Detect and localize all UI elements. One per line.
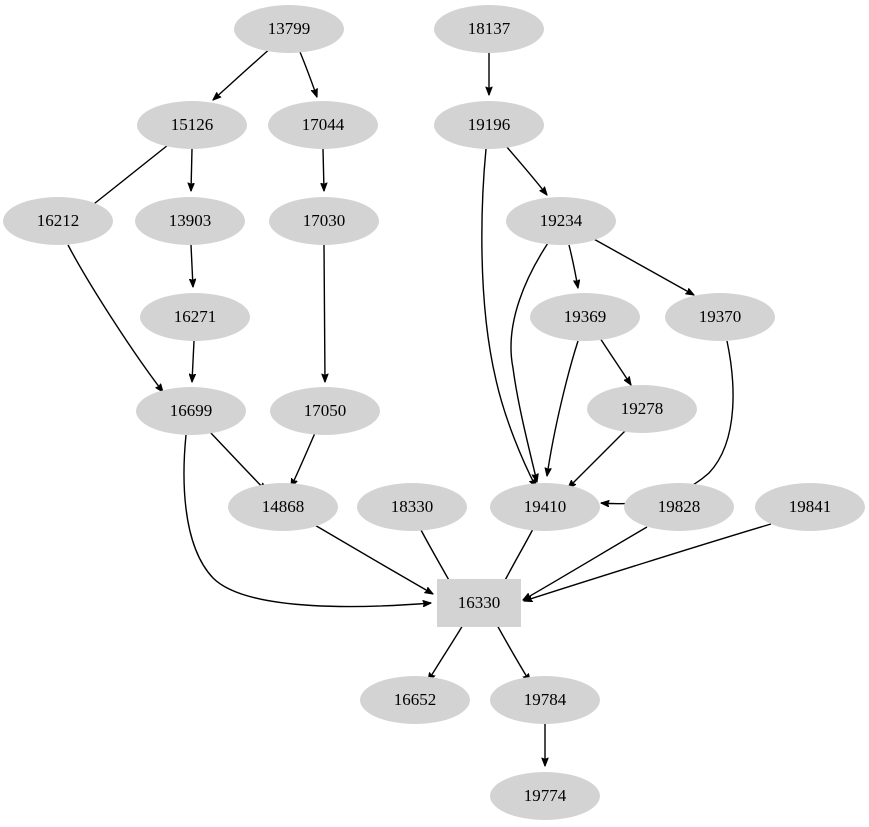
graph-node-16271[interactable]: 16271 — [140, 293, 250, 341]
graph-edge-16212-to-16699 — [67, 244, 163, 392]
graph-node-16652[interactable]: 16652 — [360, 676, 470, 724]
graph-node-19369[interactable]: 19369 — [530, 293, 640, 341]
graph-edge-15126-to-16212 — [85, 144, 169, 211]
node-ellipse-14868[interactable] — [228, 483, 338, 531]
graph-edge-17030-to-17050 — [324, 244, 325, 382]
graph-node-15126[interactable]: 15126 — [137, 101, 247, 149]
graph-node-19841[interactable]: 19841 — [755, 483, 865, 531]
graph-node-19196[interactable]: 19196 — [434, 101, 544, 149]
graph-edge-19369-to-19410 — [547, 340, 579, 476]
graph-edge-19369-to-19278 — [599, 337, 631, 385]
graph-edge-14868-to-16330 — [312, 523, 433, 594]
graph-node-19410[interactable]: 19410 — [490, 483, 600, 531]
graph-edge-19196-to-19234 — [505, 145, 547, 195]
graph-node-16330[interactable]: 16330 — [437, 579, 521, 627]
node-ellipse-19784[interactable] — [490, 676, 600, 724]
node-ellipse-13799[interactable] — [234, 5, 344, 53]
node-ellipse-19278[interactable] — [587, 385, 697, 433]
graph-edge-19234-to-19370 — [591, 237, 694, 295]
node-ellipse-17044[interactable] — [268, 101, 378, 149]
node-ellipse-19828[interactable] — [624, 483, 734, 531]
node-ellipse-19234[interactable] — [506, 197, 616, 245]
node-ellipse-16652[interactable] — [360, 676, 470, 724]
graph-node-19278[interactable]: 19278 — [587, 385, 697, 433]
graph-edge-19278-to-19410 — [568, 429, 627, 488]
graph-edge-13903-to-16271 — [191, 244, 193, 287]
node-ellipse-16699[interactable] — [136, 387, 246, 435]
graph-edge-19841-to-16330 — [524, 523, 772, 601]
graph-node-16212[interactable]: 16212 — [3, 197, 113, 245]
node-ellipse-19370[interactable] — [665, 293, 775, 341]
graph-edge-13799-to-17044 — [299, 51, 317, 97]
graph-edge-16271-to-16699 — [192, 340, 194, 382]
graph-edge-17050-to-14868 — [291, 432, 316, 487]
graph-node-16699[interactable]: 16699 — [136, 387, 246, 435]
graph-node-13903[interactable]: 13903 — [135, 197, 245, 245]
node-ellipse-17050[interactable] — [270, 387, 380, 435]
node-ellipse-19196[interactable] — [434, 101, 544, 149]
graph-edge-16699-to-14868 — [208, 430, 266, 491]
graph-edge-19828-to-16330 — [523, 526, 648, 600]
graph-edge-19196-to-19410 — [481, 148, 536, 487]
graph-node-19234[interactable]: 19234 — [506, 197, 616, 245]
node-ellipse-19369[interactable] — [530, 293, 640, 341]
graph-node-19828[interactable]: 19828 — [624, 483, 734, 531]
node-ellipse-13903[interactable] — [135, 197, 245, 245]
graph-edge-17044-to-17030 — [323, 148, 324, 191]
graph-node-19370[interactable]: 19370 — [665, 293, 775, 341]
graph-node-13799[interactable]: 13799 — [234, 5, 344, 53]
graph-edge-16330-to-19784 — [496, 624, 530, 682]
node-ellipse-16212[interactable] — [3, 197, 113, 245]
graph-node-17044[interactable]: 17044 — [268, 101, 378, 149]
node-ellipse-19841[interactable] — [755, 483, 865, 531]
node-ellipse-16271[interactable] — [140, 293, 250, 341]
node-ellipse-15126[interactable] — [137, 101, 247, 149]
graph-edge-16330-to-16652 — [428, 624, 464, 681]
node-ellipse-18137[interactable] — [434, 5, 544, 53]
graph-node-19774[interactable]: 19774 — [490, 772, 600, 820]
node-ellipse-17030[interactable] — [269, 197, 379, 245]
node-box-16330[interactable] — [437, 579, 521, 627]
graph-edge-19234-to-19369 — [568, 244, 578, 288]
graph-node-14868[interactable]: 14868 — [228, 483, 338, 531]
graph-edge-16699-to-16330 — [183, 434, 431, 608]
graph-node-19784[interactable]: 19784 — [490, 676, 600, 724]
node-ellipse-19774[interactable] — [490, 772, 600, 820]
graph-edge-19234-to-19410 — [510, 242, 549, 482]
edge-layer — [67, 46, 772, 766]
graph-node-18330[interactable]: 18330 — [357, 483, 467, 531]
graph-node-17030[interactable]: 17030 — [269, 197, 379, 245]
node-ellipse-19410[interactable] — [490, 483, 600, 531]
node-ellipse-18330[interactable] — [357, 483, 467, 531]
graph-edge-15126-to-13903 — [191, 148, 192, 191]
graph-node-17050[interactable]: 17050 — [270, 387, 380, 435]
graph-node-18137[interactable]: 18137 — [434, 5, 544, 53]
node-layer: 13799 18137 15126 17044 19196 16212 13903 17030… — [3, 5, 865, 820]
graph-edge-13799-to-15126 — [213, 46, 273, 100]
